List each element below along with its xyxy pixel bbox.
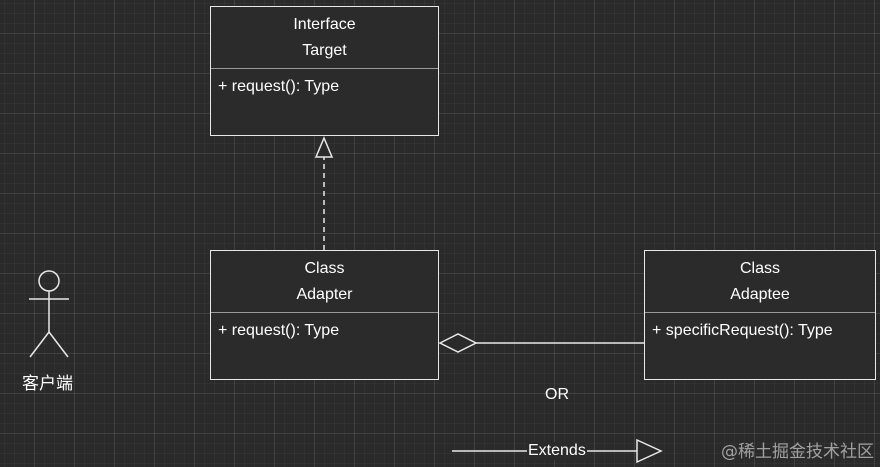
target-method: + request(): Type <box>218 78 340 95</box>
target-methods: + request(): Type <box>211 69 438 105</box>
adapter-methods: + request(): Type <box>211 313 438 349</box>
extends-label: Extends <box>527 442 587 460</box>
extends-arrowhead <box>636 438 663 464</box>
adapter-header: Class Adapter <box>211 251 438 313</box>
target-interface-box[interactable]: Interface Target + request(): Type <box>210 6 439 136</box>
client-actor-icon <box>29 270 69 358</box>
adapter-stereotype: Class <box>304 259 345 277</box>
adaptee-name: Adaptee <box>730 285 790 303</box>
target-name: Target <box>302 41 347 59</box>
target-header: Interface Target <box>211 7 438 69</box>
adaptee-methods: + specificRequest(): Type <box>645 313 875 349</box>
aggregation-diamond <box>438 333 478 353</box>
adaptee-stereotype: Class <box>739 259 780 277</box>
realization-arrowhead <box>314 136 334 158</box>
adapter-method: + request(): Type <box>218 322 340 339</box>
or-label: OR <box>545 386 569 403</box>
adaptee-header: Class Adaptee <box>645 251 875 313</box>
adaptee-method: + specificRequest(): Type <box>652 322 833 339</box>
target-stereotype: Interface <box>293 15 356 33</box>
adapter-class-box[interactable]: Class Adapter + request(): Type <box>210 250 439 380</box>
watermark: @稀土掘金技术社区 <box>721 442 874 462</box>
client-label: 客户端 <box>22 374 73 393</box>
adapter-name: Adapter <box>296 285 353 303</box>
adaptee-class-box[interactable]: Class Adaptee + specificRequest(): Type <box>644 250 876 380</box>
